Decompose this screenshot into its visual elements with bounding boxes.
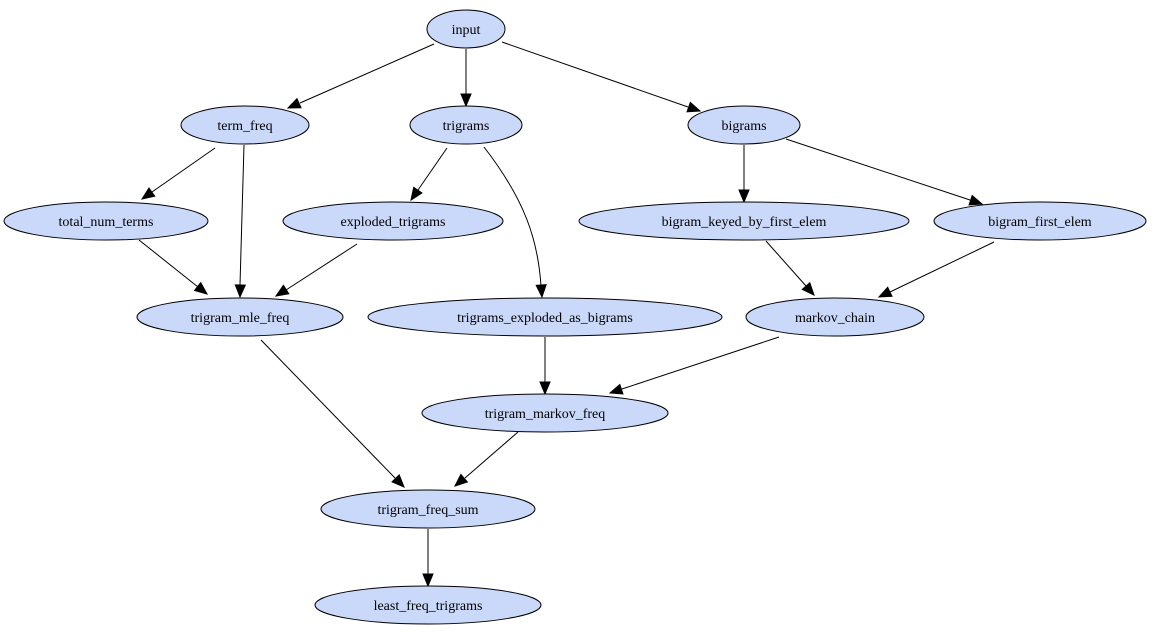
node-least_freq_trigrams[interactable]: least_freq_trigrams [314, 585, 542, 625]
edge-line [621, 336, 780, 390]
edge-input-to-trigrams [460, 49, 472, 108]
node-trigram_markov_freq[interactable]: trigram_markov_freq [421, 393, 669, 433]
node-input[interactable]: input [426, 9, 506, 49]
node-label: trigrams [443, 119, 490, 134]
edge-input-to-term_freq [286, 43, 435, 109]
node-trigram_mle_freq[interactable]: trigram_mle_freq [136, 297, 344, 337]
node-label: total_num_terms [59, 215, 154, 230]
edges-layer [138, 41, 995, 588]
node-ellipse [180, 105, 310, 145]
node-trigrams_exploded_as_bigrams[interactable]: trigrams_exploded_as_bigrams [367, 297, 723, 337]
arrow-head-icon [286, 97, 302, 109]
node-markov_chain[interactable]: markov_chain [745, 297, 925, 337]
edge-line [299, 43, 435, 104]
node-exploded_trigrams[interactable]: exploded_trigrams [282, 201, 504, 241]
edge-line [151, 147, 216, 193]
node-bigrams[interactable]: bigrams [687, 105, 801, 145]
node-ellipse [320, 489, 536, 529]
arrow-head-icon [422, 573, 434, 588]
edge-trigram_freq_sum-to-least_freq_trigrams [422, 529, 434, 588]
arrow-head-icon [738, 189, 750, 204]
edge-bigram_first_elem-to-markov_chain [877, 241, 995, 298]
edge-trigrams-to-exploded_trigrams [410, 147, 448, 202]
nodes-layer: input term_freq trigrams bigrams total_num_t… [3, 9, 1147, 625]
node-ellipse [136, 297, 344, 337]
node-label: bigram_first_elem [988, 215, 1092, 230]
edge-trigram_mle_freq-to-trigram_freq_sum [260, 339, 405, 488]
node-ellipse [421, 393, 669, 433]
node-ellipse [933, 201, 1147, 241]
edge-line [239, 144, 245, 286]
edge-trigrams-to-trigrams_exploded_as_bigrams [483, 146, 547, 299]
edge-line [417, 147, 448, 191]
node-ellipse [426, 9, 506, 49]
edge-trigram_markov_freq-to-trigram_freq_sum [454, 431, 519, 487]
node-label: trigram_freq_sum [377, 503, 478, 518]
arrow-head-icon [454, 473, 469, 487]
edge-line [765, 240, 807, 287]
edge-line [138, 239, 199, 288]
node-total_num_terms[interactable]: total_num_terms [3, 201, 209, 241]
node-term_freq[interactable]: term_freq [180, 105, 310, 145]
node-label: bigram_keyed_by_first_elem [662, 215, 827, 230]
node-ellipse [409, 105, 523, 145]
arrow-head-icon [193, 281, 209, 295]
node-ellipse [745, 297, 925, 337]
node-trigram_freq_sum[interactable]: trigram_freq_sum [320, 489, 536, 529]
arrow-head-icon [686, 101, 702, 113]
edge-trigrams_exploded_as_bigrams-to-trigram_markov_freq [539, 337, 551, 396]
arrow-head-icon [410, 186, 423, 202]
arrow-head-icon [535, 284, 547, 299]
edge-bigram_keyed_by_first_elem-to-markov_chain [765, 240, 815, 296]
edge-term_freq-to-total_num_terms [140, 147, 216, 200]
node-trigrams[interactable]: trigrams [409, 105, 523, 145]
node-label: trigram_markov_freq [485, 407, 606, 422]
edge-line [260, 339, 396, 479]
edge-line [785, 138, 971, 201]
node-bigram_first_elem[interactable]: bigram_first_elem [933, 201, 1147, 241]
node-ellipse [578, 201, 910, 241]
edge-total_num_terms-to-trigram_mle_freq [138, 239, 209, 295]
node-label: least_freq_trigrams [374, 599, 483, 614]
arrow-head-icon [234, 284, 247, 299]
edge-line [501, 41, 689, 108]
arrow-head-icon [274, 284, 290, 297]
node-label: input [452, 23, 481, 38]
arrow-head-icon [877, 286, 893, 298]
edge-line [285, 243, 358, 291]
edge-line [889, 241, 995, 293]
edge-exploded_trigrams-to-trigram_mle_freq [274, 243, 358, 297]
edge-markov_chain-to-trigram_markov_freq [608, 336, 780, 395]
arrow-head-icon [460, 93, 472, 108]
arrow-head-icon [968, 194, 984, 206]
edge-line [483, 146, 542, 287]
node-ellipse [687, 105, 801, 145]
node-label: term_freq [217, 119, 272, 134]
node-label: markov_chain [795, 311, 875, 326]
edge-bigrams-to-bigram_keyed_by_first_elem [738, 145, 750, 204]
node-label: trigram_mle_freq [191, 311, 290, 326]
arrow-head-icon [539, 381, 551, 396]
edge-input-to-bigrams [501, 41, 702, 113]
node-label: trigrams_exploded_as_bigrams [457, 311, 633, 326]
arrow-head-icon [608, 383, 624, 395]
arrow-head-icon [140, 187, 156, 200]
edge-line [464, 431, 519, 479]
node-bigram_keyed_by_first_elem[interactable]: bigram_keyed_by_first_elem [578, 201, 910, 241]
arrow-head-icon [391, 474, 405, 488]
node-ellipse [3, 201, 209, 241]
node-ellipse [367, 297, 723, 337]
node-label: exploded_trigrams [341, 215, 446, 230]
node-ellipse [314, 585, 542, 625]
node-ellipse [282, 201, 504, 241]
node-label: bigrams [721, 119, 766, 134]
edge-term_freq-to-trigram_mle_freq [234, 144, 247, 299]
arrow-head-icon [801, 281, 815, 296]
edge-bigrams-to-bigram_first_elem [785, 138, 984, 206]
